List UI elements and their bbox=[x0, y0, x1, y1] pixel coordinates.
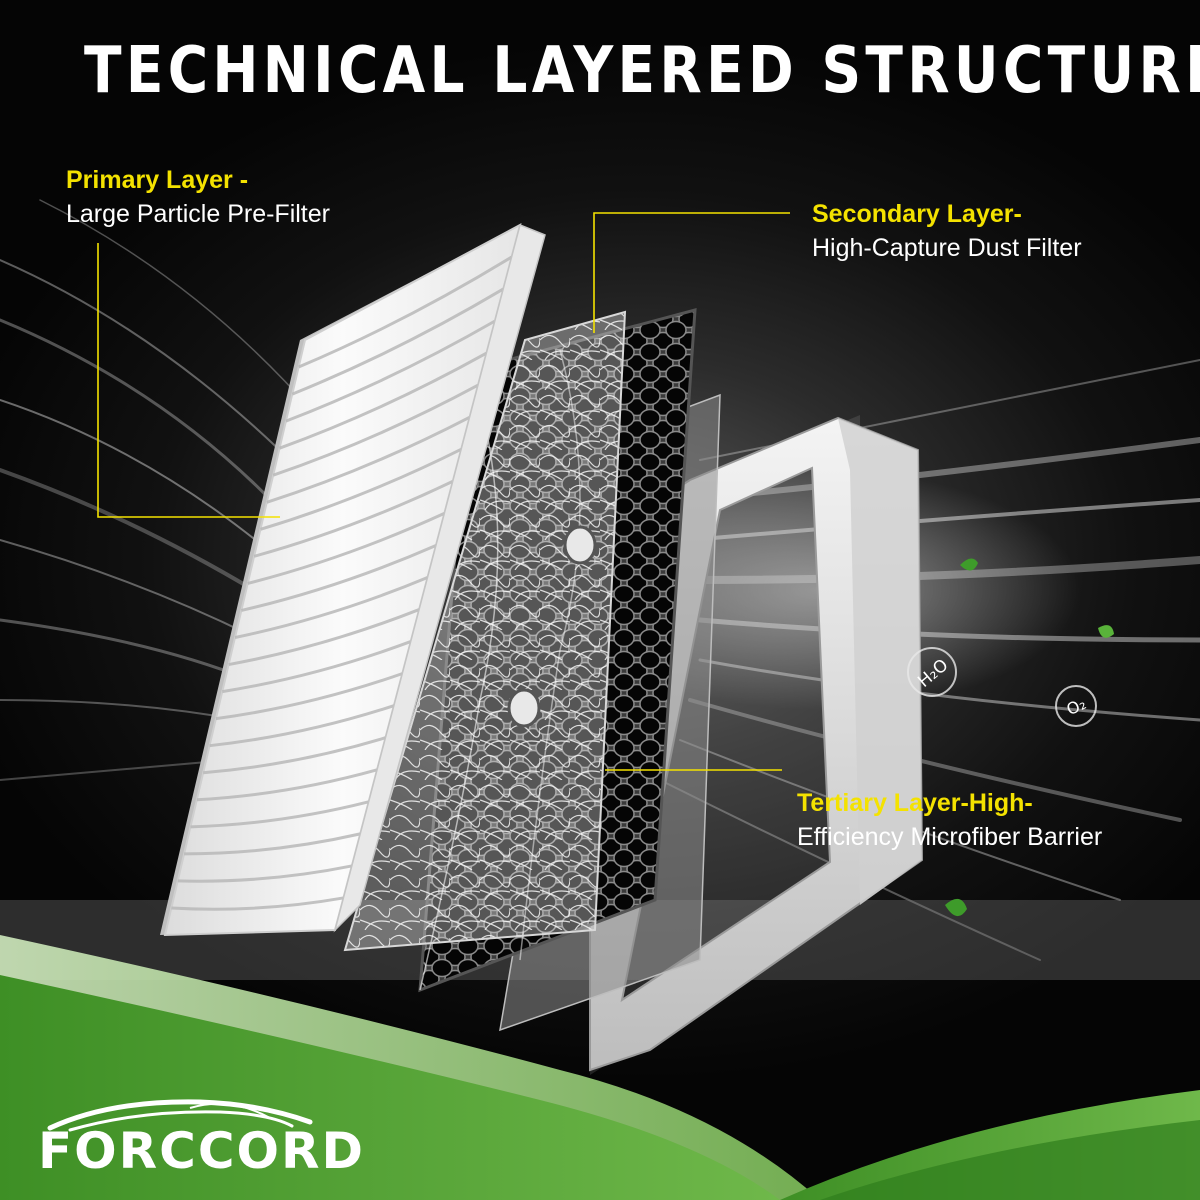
pleated-filter bbox=[160, 223, 546, 937]
callout-primary-subtext: Large Particle Pre-Filter bbox=[66, 200, 330, 228]
pleat-ridge bbox=[272, 383, 479, 477]
pleat-ridge bbox=[190, 800, 370, 829]
pleat-ridge bbox=[285, 319, 496, 423]
brand-name: FORCCORD bbox=[38, 1122, 366, 1180]
callout-primary-heading: Primary Layer - bbox=[66, 166, 249, 194]
leaf-icon bbox=[945, 558, 1114, 917]
oxygen-molecule-label: O₂ bbox=[1064, 694, 1089, 719]
pleat-ridge bbox=[234, 576, 429, 639]
pleat-ridge bbox=[260, 447, 462, 531]
pleat-ridge bbox=[203, 736, 386, 775]
pleat-ridge bbox=[291, 287, 504, 396]
pleat-ridge bbox=[171, 896, 344, 911]
callout-secondary-heading: Secondary Layer- bbox=[812, 200, 1022, 228]
callout-secondary-subtext: High-Capture Dust Filter bbox=[812, 234, 1082, 262]
pleat-ridge bbox=[215, 672, 403, 721]
callout-tertiary-layer: Tertiary Layer-High- Efficiency Microfib… bbox=[797, 786, 1102, 854]
oxygen-molecule-icon: O₂ bbox=[1055, 685, 1097, 727]
pleat-ridge bbox=[196, 768, 378, 802]
green-wave bbox=[0, 935, 1200, 1200]
pleat-ridge bbox=[228, 608, 420, 667]
callout-leaders bbox=[97, 212, 790, 771]
page-title: TECHNICAL LAYERED STRUCTURE bbox=[84, 34, 1200, 108]
pleat-ridge bbox=[177, 864, 353, 883]
mesh-layer bbox=[343, 310, 627, 952]
pleat-ridge bbox=[209, 704, 395, 748]
pleat-ridge bbox=[247, 512, 445, 585]
pleat-ridge bbox=[253, 480, 454, 558]
callout-primary-layer: Primary Layer - Large Particle Pre-Filte… bbox=[66, 163, 330, 231]
callout-secondary-layer: Secondary Layer- High-Capture Dust Filte… bbox=[812, 197, 1082, 265]
pleat-ridge bbox=[279, 351, 488, 450]
callout-tertiary-heading: Tertiary Layer-High- bbox=[797, 789, 1033, 817]
pleat-ridge bbox=[241, 544, 437, 612]
pleat-ridge bbox=[266, 415, 471, 504]
pleat-ridge bbox=[298, 255, 513, 369]
pleat-ridge bbox=[184, 832, 361, 856]
callout-tertiary-subtext: Efficiency Microfiber Barrier bbox=[797, 823, 1103, 851]
car-silhouette-logo-icon bbox=[47, 1099, 313, 1132]
pleat-ridge bbox=[222, 640, 412, 694]
